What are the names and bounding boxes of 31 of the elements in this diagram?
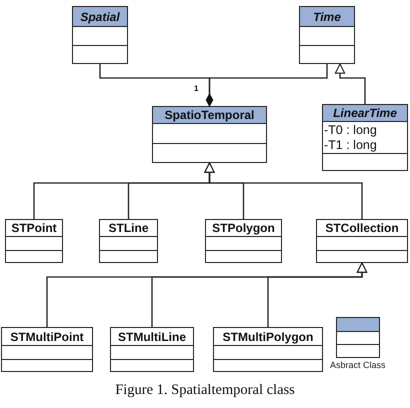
attribute-text: -T1 : long (324, 138, 378, 152)
class-box (299, 6, 355, 64)
class-name: STMultiLine (118, 330, 186, 344)
composition-line (206, 64, 328, 106)
class-name: Time (313, 10, 341, 24)
class-name: STLine (108, 221, 148, 235)
class-box (205, 219, 282, 263)
multiplicity-label: 1 (194, 84, 198, 93)
figure-caption: Figure 1. Spatialtemporal class (115, 382, 295, 398)
class-box (1, 327, 93, 372)
class-name: STMultiPolygon (222, 330, 314, 344)
class-name: SpatioTemporal (164, 108, 254, 122)
legend-label: Asbract Class (330, 360, 386, 370)
class-box (72, 6, 128, 64)
class-name: Spatial (80, 10, 120, 24)
class-box (322, 104, 408, 171)
class-name: STMultiPoint (10, 330, 84, 344)
class-box (5, 219, 63, 263)
inheritance-arrow (204, 162, 363, 219)
inheritance-arrow (267, 262, 368, 327)
class-box (110, 327, 194, 372)
class-name: STPoint (11, 221, 57, 235)
class-box (213, 327, 323, 372)
class-name: STCollection (325, 221, 399, 235)
class-box (316, 219, 408, 263)
class-box (152, 106, 267, 163)
inheritance-arrow (334, 63, 366, 104)
class-name: LinearTime (333, 106, 397, 120)
attribute-text: -T0 : long (324, 122, 378, 138)
class-box (99, 219, 158, 263)
class-name: STPolygon (212, 221, 275, 235)
